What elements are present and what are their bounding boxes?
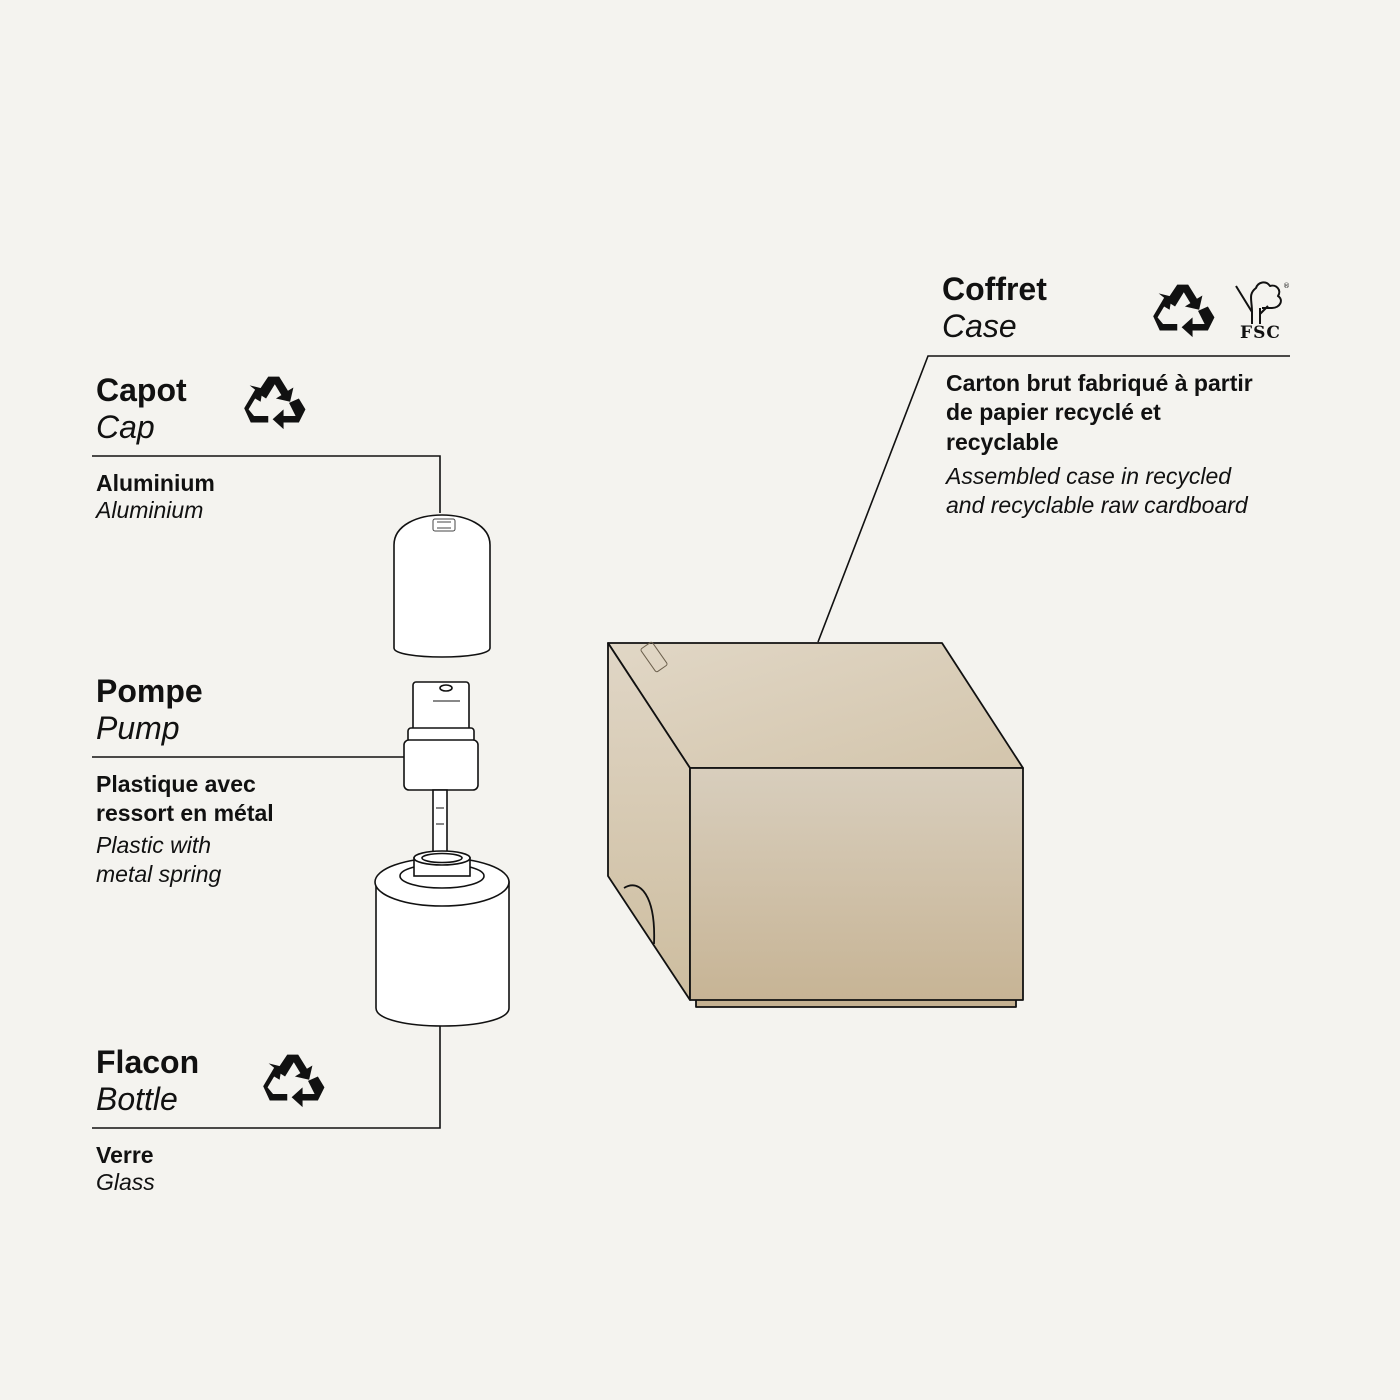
leader-lines (92, 355, 1290, 1129)
fsc-label: FSC (1240, 323, 1281, 343)
bottle-material-fr: Verre (96, 1142, 154, 1168)
pump-material-en-line2: metal spring (96, 861, 222, 887)
case-desc-fr-line2: de papier recyclé et (946, 399, 1161, 425)
cap-title-en: Cap (96, 409, 155, 445)
cap-leader-line (92, 455, 441, 513)
pump-illustration (403, 681, 479, 861)
case-illustration (607, 641, 1024, 1008)
pump-material-fr-line1: Plastique avec (96, 771, 256, 797)
case-desc-fr-line3: recyclable (946, 429, 1059, 455)
pump-material-en-line1: Plastic with (96, 832, 212, 858)
cap-logo-mark (432, 518, 456, 532)
svg-text:®: ® (1283, 282, 1290, 290)
recycle-icon (242, 372, 312, 443)
bottle-material-en: Glass (96, 1169, 155, 1195)
bottle-title-fr: Flacon (96, 1044, 200, 1080)
case-desc-en-line1: Assembled case in recycled (946, 463, 1232, 489)
recycle-icon (261, 1050, 331, 1121)
case-title-en: Case (942, 308, 1017, 344)
cap-title-fr: Capot (96, 372, 187, 408)
recycle-icon (1151, 280, 1221, 351)
pump-material-fr-line2: ressort en métal (96, 800, 274, 826)
bottle-leader-line (92, 1026, 441, 1129)
cap-material-fr: Aluminium (96, 470, 215, 496)
case-desc-en-line2: and recyclable raw cardboard (946, 492, 1248, 518)
case-front-face (689, 767, 1024, 1001)
fsc-tree-icon: ® FSC (1230, 278, 1290, 348)
bottle-title-en: Bottle (96, 1081, 178, 1117)
cap-illustration (393, 514, 491, 658)
case-leader-line (817, 355, 1290, 643)
case-thumb-notch (623, 884, 655, 945)
cap-material-en: Aluminium (96, 497, 204, 523)
bottle-illustration (374, 850, 510, 1027)
case-title-fr: Coffret (942, 271, 1047, 307)
case-desc-fr-line1: Carton brut fabriqué à partir (946, 370, 1253, 396)
pump-title-en: Pump (96, 710, 180, 746)
pump-title-fr: Pompe (96, 673, 203, 709)
case-logo-mark (640, 641, 668, 673)
